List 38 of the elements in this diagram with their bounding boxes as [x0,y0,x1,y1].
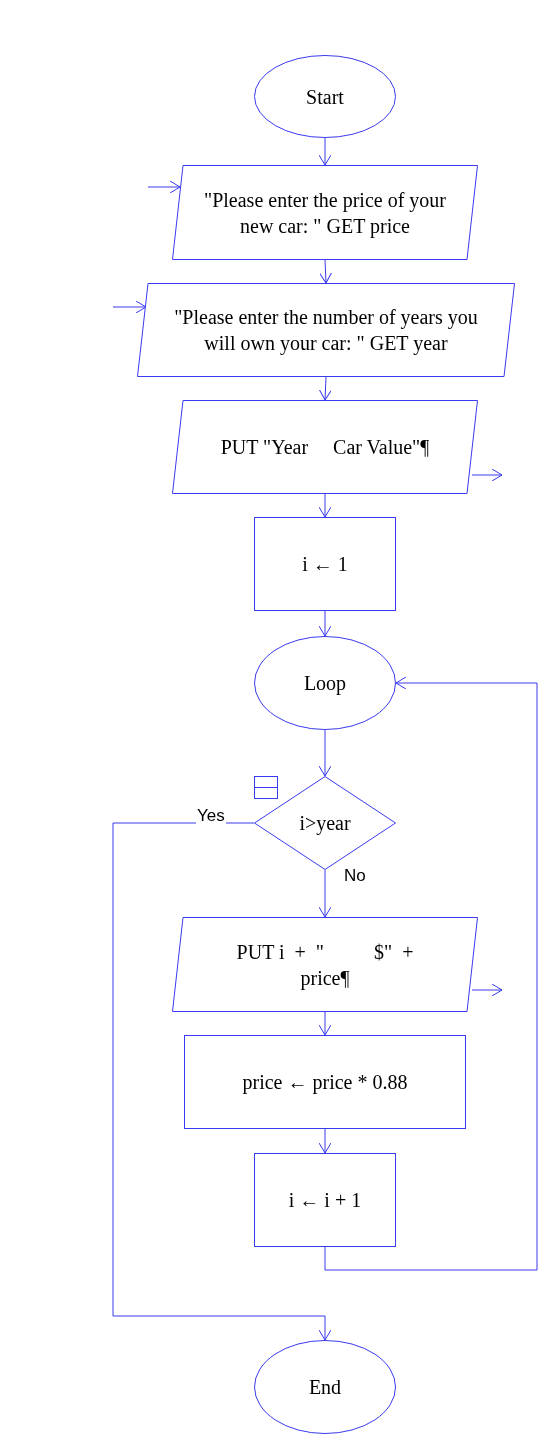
arrow [471,468,503,482]
node-text: PUT i + " $" + price¶ [235,939,415,991]
node-text: Loop [303,671,347,696]
input-output-parallelogram [172,400,478,494]
input-output-parallelogram [172,165,478,260]
edge-label: Yes [196,806,226,826]
arrow [147,180,181,194]
process-box [254,1153,396,1247]
input-output-parallelogram [172,917,478,1012]
decision-diamond [254,776,396,870]
arrow [318,729,332,777]
arrow [318,1128,332,1154]
node-text: price ← price * 0.88 [242,1070,408,1095]
node-text: PUT "Year Car Value"¶ [220,435,430,460]
process-box [254,517,396,611]
terminal-ellipse [254,55,396,138]
node-text: Start [306,84,344,110]
node-text: "Please enter the number of years you will own your car: " GET year [173,305,479,356]
arrow [318,869,332,918]
node-text: i ← 1 [302,552,348,577]
arrow [112,822,332,1341]
node-text: i>year [299,811,351,836]
arrow [112,300,147,314]
arrow [319,259,333,284]
terminal-ellipse [254,1340,396,1434]
node-text: i ← i + 1 [288,1188,362,1213]
arrow [318,493,332,518]
arrow [318,610,332,637]
terminal-ellipse [254,636,396,730]
node-text: "Please enter the price of your new car: " GET price [203,187,447,239]
arrow [324,676,538,1271]
input-output-parallelogram [137,283,515,377]
arrow [318,376,332,401]
arrow [318,137,332,166]
arrow [471,983,503,997]
arrow [318,1011,332,1036]
node-text: End [308,1375,342,1400]
process-box [184,1035,466,1129]
